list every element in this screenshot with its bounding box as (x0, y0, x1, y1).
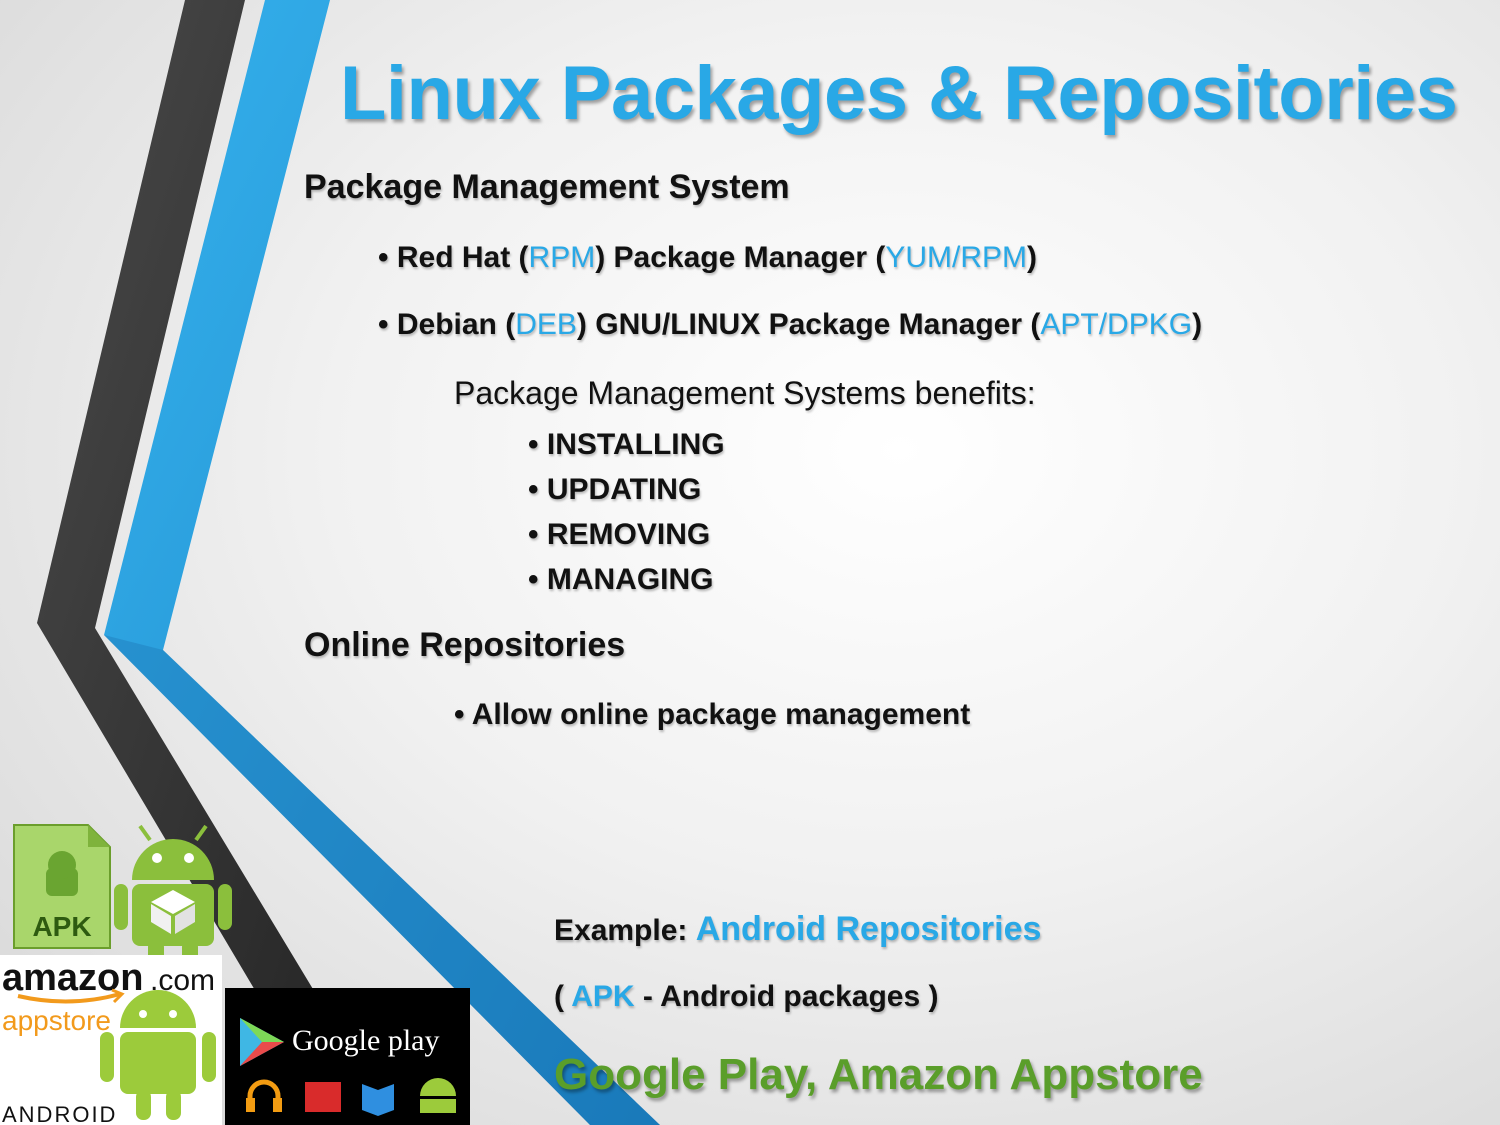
book-icon (362, 1084, 394, 1116)
benefit-item: • REMOVING (528, 518, 711, 551)
bullet-marker: • (378, 308, 389, 341)
benefit-item: • UPDATING (528, 473, 702, 506)
bullet-debian: • Debian (DEB) GNU/LINUX Package Manager… (378, 308, 1203, 341)
google-play-logo: Google play (225, 988, 470, 1125)
bullet-online: • Allow online package management (454, 698, 971, 731)
bullet-marker: • (378, 241, 389, 274)
svg-text:Google play: Google play (292, 1024, 439, 1057)
svg-text:appstore: appstore (2, 1005, 111, 1036)
benefit-item: • MANAGING (528, 563, 714, 596)
section-heading-pms: Package Management System (304, 168, 790, 206)
play-triangle-icon (240, 1018, 284, 1066)
example-line: Example: Android Repositories (554, 910, 1042, 948)
stores-line: Google Play, Amazon Appstore (554, 1050, 1203, 1099)
android-mascot-icon (100, 990, 216, 1120)
apk-file-icon: APK (13, 824, 111, 949)
svg-text:ANDROID: ANDROID (2, 1102, 117, 1125)
benefits-heading: Package Management Systems benefits: (454, 375, 1036, 411)
bullet-redhat: • Red Hat (RPM) Package Manager (YUM/RPM… (378, 241, 1038, 274)
headphones-icon (246, 1079, 282, 1112)
svg-text:APK: APK (32, 911, 91, 942)
slide-title: Linux Packages & Repositories (340, 51, 1458, 136)
benefit-item: • INSTALLING (528, 428, 725, 461)
section-heading-online: Online Repositories (304, 626, 626, 664)
android-head-icon (420, 1078, 456, 1113)
film-icon (305, 1082, 341, 1112)
android-robot-icon (114, 824, 232, 968)
box-icon (151, 890, 195, 934)
apk-line: ( APK - Android packages ) (554, 980, 939, 1013)
logos-collage: APK amazon .com appstore ANDROID (0, 824, 470, 1125)
